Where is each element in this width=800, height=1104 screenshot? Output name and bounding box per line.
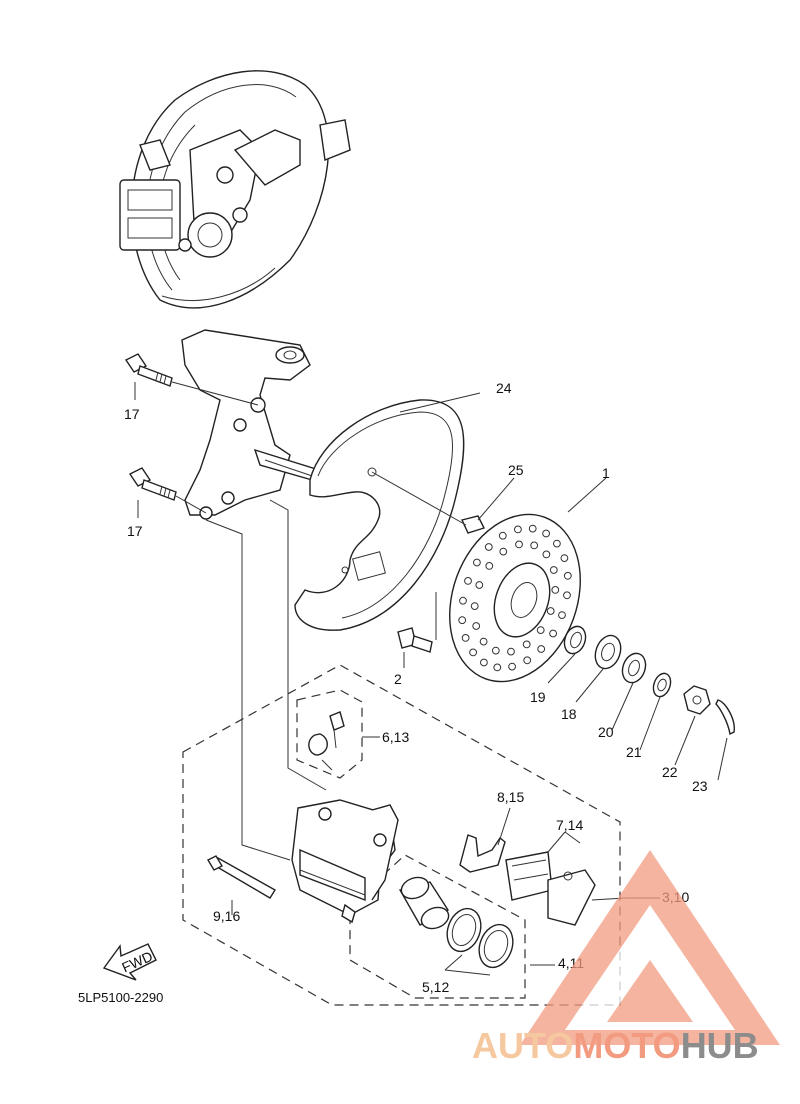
disc-vent-hole [480, 658, 488, 667]
piston-seal-group-outline [349, 854, 526, 999]
disc-vent-hole [484, 543, 493, 551]
callout-18: 18 [561, 706, 577, 722]
disc-vent-hole [464, 577, 472, 585]
disc-vent-hole [530, 541, 539, 550]
callout-22: 22 [662, 764, 678, 780]
castle-nut-22 [683, 685, 711, 715]
disc-vent-holes [458, 524, 572, 672]
disc-vent-hole [470, 602, 479, 610]
logo-triangle-core [607, 960, 693, 1022]
callout-6-13: 6,13 [382, 729, 409, 745]
callout-23: 23 [692, 778, 708, 794]
callout-7-14: 7,14 [556, 817, 583, 833]
callout-5-12: 5,12 [422, 979, 449, 995]
disc-vent-hole [551, 586, 560, 594]
disc-vent-hole [493, 663, 502, 672]
assembled-brake-inset [119, 70, 351, 309]
disc-vent-hole [542, 529, 550, 538]
bleed-screw-6-13 [308, 711, 345, 771]
disc-vent-hole [508, 662, 516, 671]
brake-disc-1 [449, 513, 581, 683]
pad-spring-8-15 [459, 834, 506, 873]
caliper-body [291, 799, 399, 924]
bolt-2 [397, 592, 437, 653]
disc-vent-hole [536, 626, 545, 634]
callout-21: 21 [626, 744, 642, 760]
callout-19: 19 [530, 689, 546, 705]
callout-17-lower: 17 [127, 523, 143, 539]
disc-vent-hole [537, 645, 546, 653]
diagram-reference-code: 5LP5100-2290 [78, 990, 163, 1005]
fwd-label: FWD [119, 948, 155, 976]
disc-vent-hole [549, 629, 557, 638]
logo-text-hub: HUB [681, 1025, 759, 1066]
brake-pad-7-14 [505, 851, 553, 901]
slide-pin-9-16 [207, 855, 276, 899]
disc-vent-hole [514, 525, 522, 534]
washer-21 [652, 672, 672, 698]
disc-vent-hole [472, 622, 481, 630]
seal-ring-a [446, 907, 482, 953]
disc-vent-hole [459, 596, 467, 605]
logo-text-auto: AUTO [472, 1025, 573, 1066]
callout-9-16: 9,16 [213, 908, 240, 924]
disc-vent-hole [507, 647, 515, 656]
disc-vent-hole [515, 540, 523, 549]
disc-vent-hole [461, 634, 470, 642]
disc-vent-hole [563, 571, 572, 580]
bleed-screw-group-outline [296, 689, 363, 779]
callout-17-upper: 17 [124, 406, 140, 422]
disc-vent-hole [485, 562, 494, 570]
piston [398, 876, 450, 930]
bolt-25 [371, 471, 485, 534]
bolt-17-lower-guide [175, 495, 207, 514]
dust-shield-24 [294, 399, 465, 631]
disc-vent-hole [560, 554, 569, 562]
disc-vent-hole [469, 648, 478, 657]
disc-vent-hole [542, 550, 551, 559]
callout-8-15: 8,15 [497, 789, 524, 805]
disc-vent-hole [458, 616, 467, 625]
callout-2: 2 [394, 671, 402, 687]
knuckle-bracket [181, 329, 342, 520]
disc-vent-hole [546, 607, 555, 615]
bolt-17-upper [124, 353, 173, 387]
callout-24: 24 [496, 380, 512, 396]
caliper-group-outline [182, 664, 621, 1006]
disc-vent-hole [553, 539, 561, 548]
disc-vent-hole [479, 637, 488, 646]
cotter-pin-23 [715, 699, 735, 736]
brake-pad-3-10 [547, 869, 596, 926]
automotohub-logo-watermark [520, 850, 780, 1045]
seal-ring-b [478, 923, 514, 969]
logo-text-moto: MOTO [573, 1025, 680, 1066]
disc-vent-hole [563, 591, 571, 600]
bolt-17-lower [128, 467, 177, 501]
spacer-20 [621, 652, 647, 684]
fwd-arrow-icon: FWD [102, 943, 157, 981]
disc-vent-hole [558, 611, 566, 619]
disc-vent-hole [473, 558, 481, 567]
disc-vent-hole [522, 640, 531, 649]
disc-vent-hole [475, 581, 484, 589]
disc-vent-hole [528, 524, 537, 533]
washer-19 [563, 625, 587, 655]
disc-vent-hole [498, 531, 507, 540]
disc-vent-hole [523, 656, 532, 665]
callout-1: 1 [602, 465, 610, 481]
disc-vent-hole [491, 646, 500, 655]
disc-vent-hole [499, 547, 508, 556]
callout-25: 25 [508, 462, 524, 478]
disc-vent-hole [549, 566, 558, 574]
callout-20: 20 [598, 724, 614, 740]
logo-text: AUTOMOTOHUB [472, 1025, 759, 1066]
bushing-18 [594, 634, 622, 670]
bolt-17-upper-guide [171, 381, 259, 406]
